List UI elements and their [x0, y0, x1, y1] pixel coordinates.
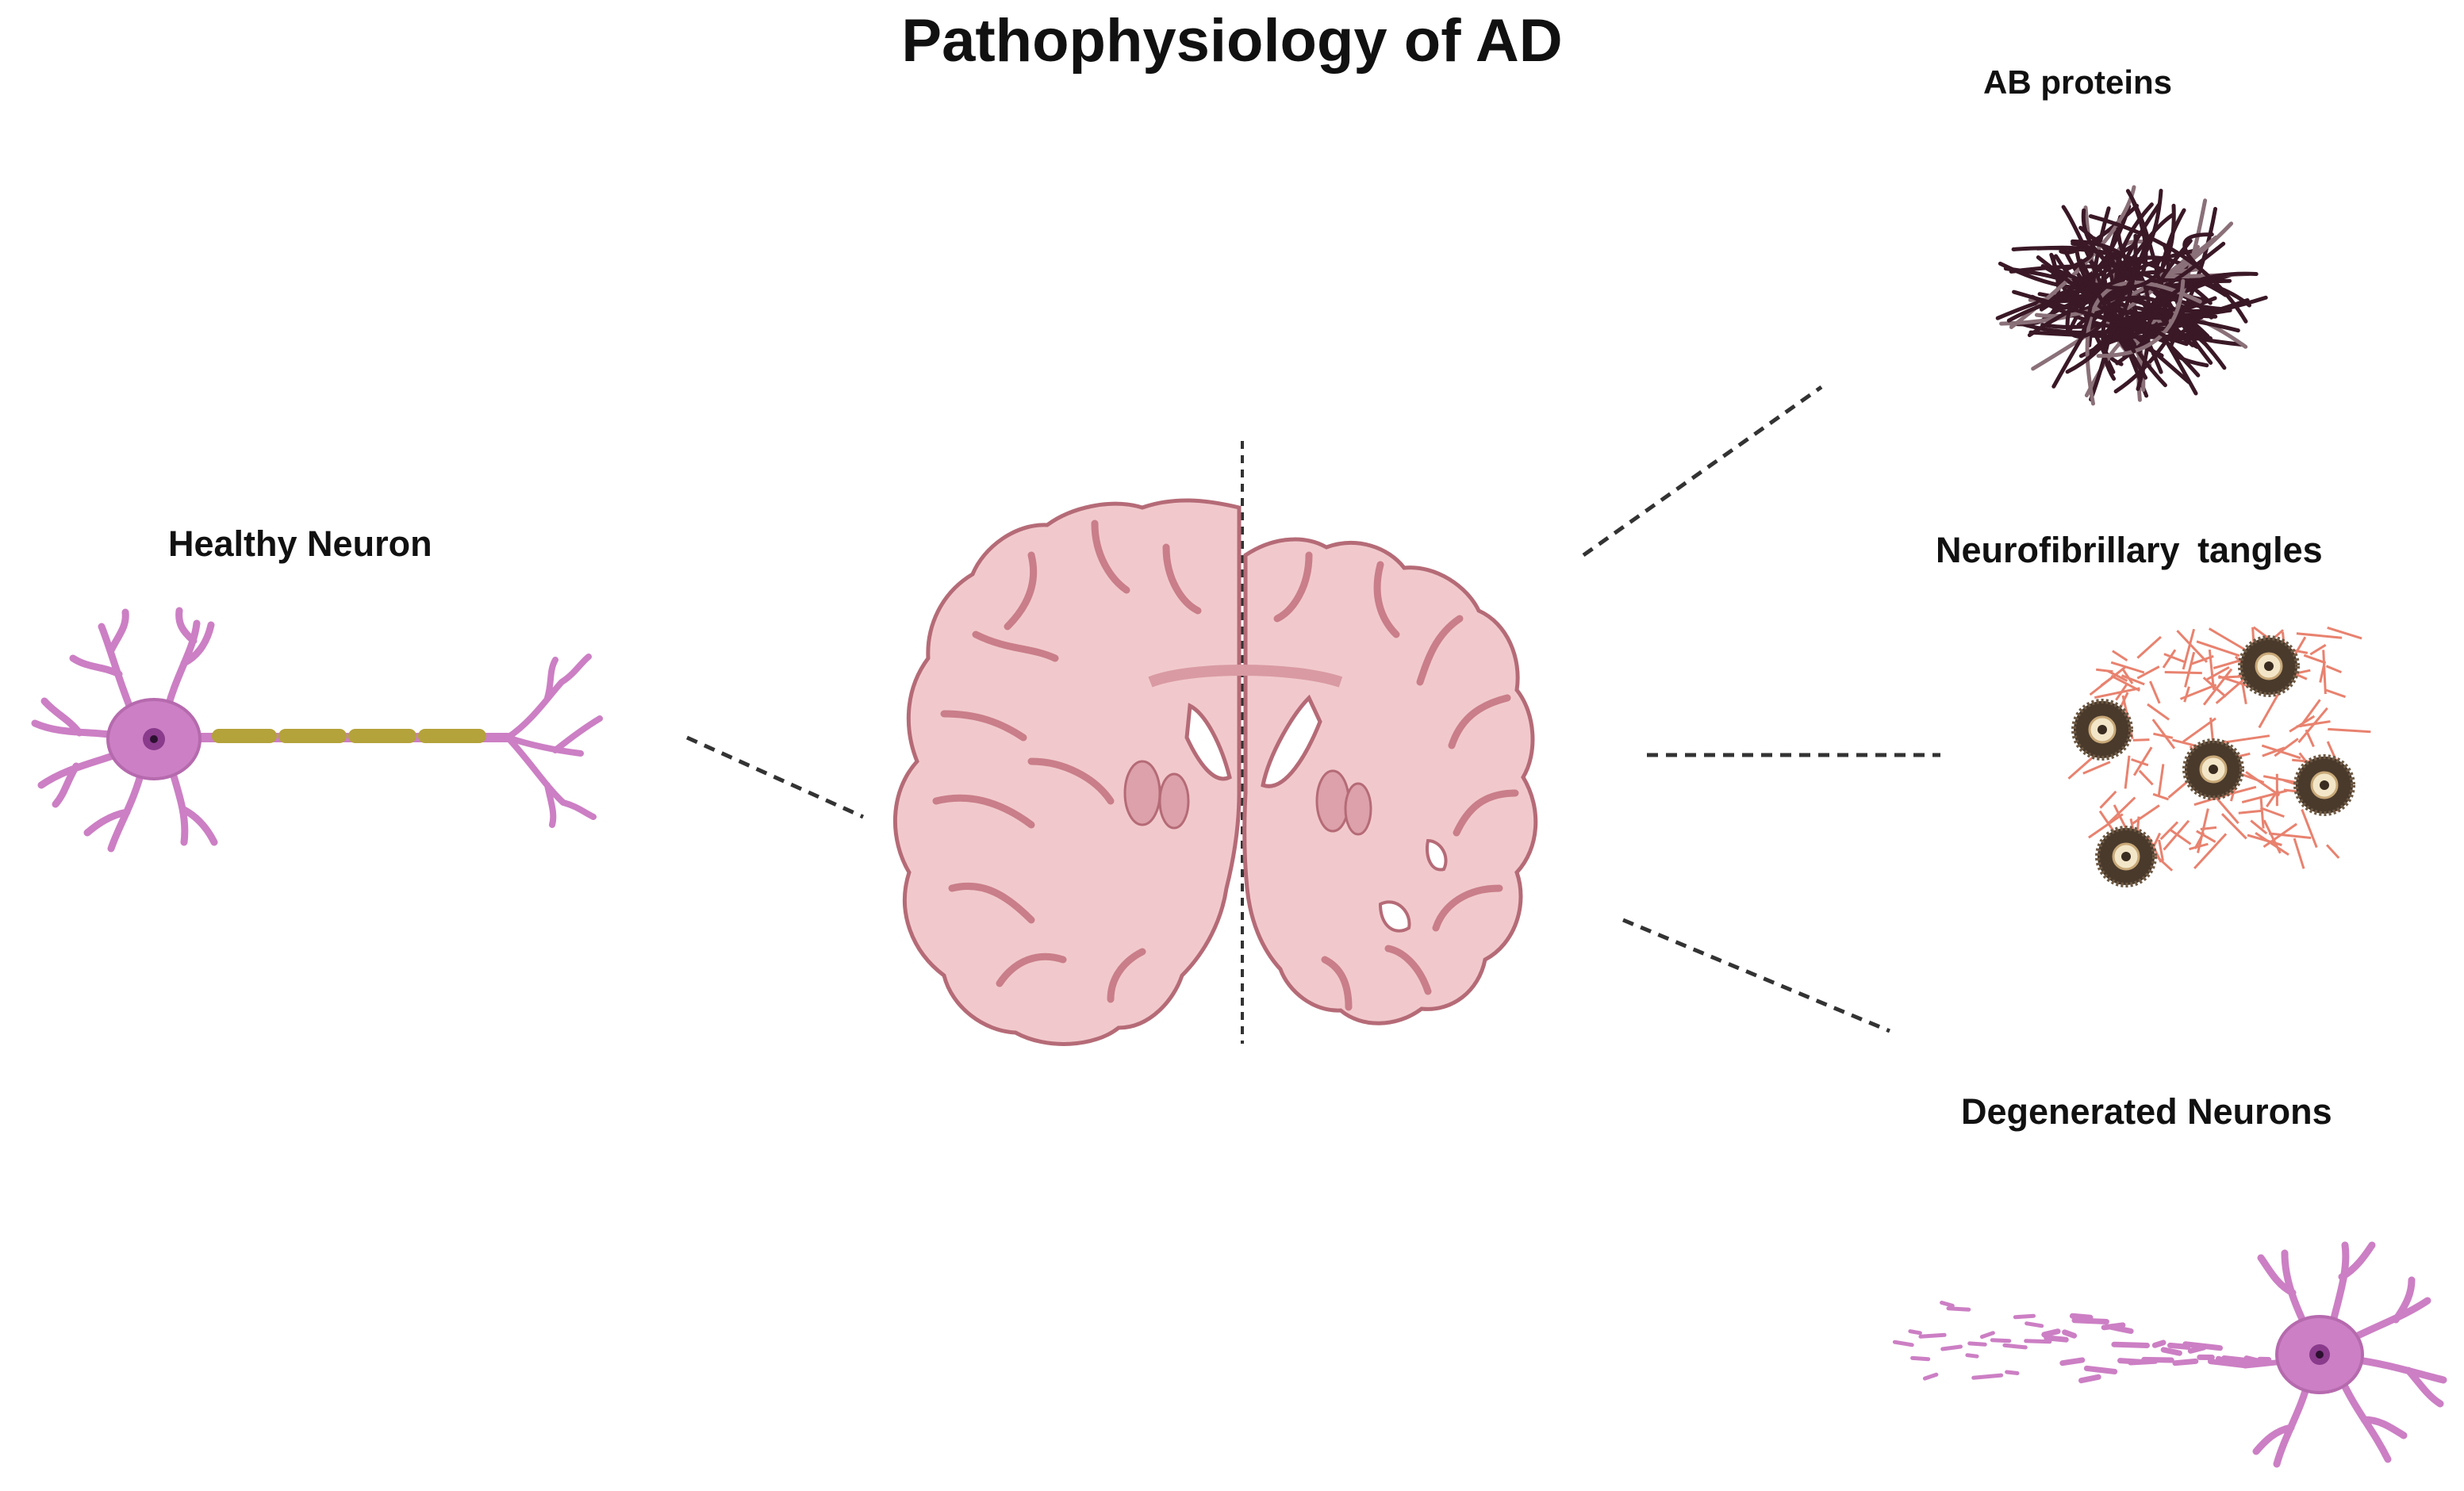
brain-corpus-callosum — [1148, 665, 1343, 688]
brain-left-hemisphere — [892, 498, 1242, 1046]
brain-ventricle-right — [1261, 694, 1322, 788]
connector-brain-to-degenerated — [1622, 918, 1890, 1033]
degenerated-neuron-icon — [1892, 1241, 2447, 1468]
healthy-neuron-icon — [31, 607, 603, 853]
diagram-title: Pathophysiology of AD — [901, 7, 1563, 75]
amyloid-plaque — [2293, 754, 2355, 816]
label-neurofibrillary-tangles: Neurofibrillary tangles — [1936, 530, 2323, 570]
brain-coronal-section-icon — [892, 498, 1538, 1046]
amyloid-plaque — [2238, 635, 2300, 697]
amyloid-plaques — [2071, 635, 2355, 887]
neurofibrillary-tangles-icon — [2067, 626, 2371, 887]
amyloid-plaque — [2095, 826, 2157, 887]
brain-right-hemisphere — [1242, 537, 1538, 1025]
label-ab-proteins: AB proteins — [1983, 63, 2173, 101]
fragmented-axon — [1892, 1301, 2280, 1384]
amyloid-beta-fiber-ball-icon — [1995, 185, 2268, 406]
label-degenerated-neurons: Degenerated Neurons — [1961, 1091, 2332, 1132]
connector-lines — [685, 385, 1940, 1044]
amyloid-plaque — [2182, 738, 2244, 800]
connector-healthy-to-brain — [685, 735, 865, 819]
connector-brain-to-ab — [1582, 385, 1823, 558]
brain-basal-ganglia — [1123, 760, 1372, 836]
brain-sulci — [932, 519, 1202, 1003]
label-healthy-neuron: Healthy Neuron — [168, 523, 432, 564]
brain-ventricle-left — [1184, 703, 1232, 781]
amyloid-plaque — [2071, 699, 2133, 761]
